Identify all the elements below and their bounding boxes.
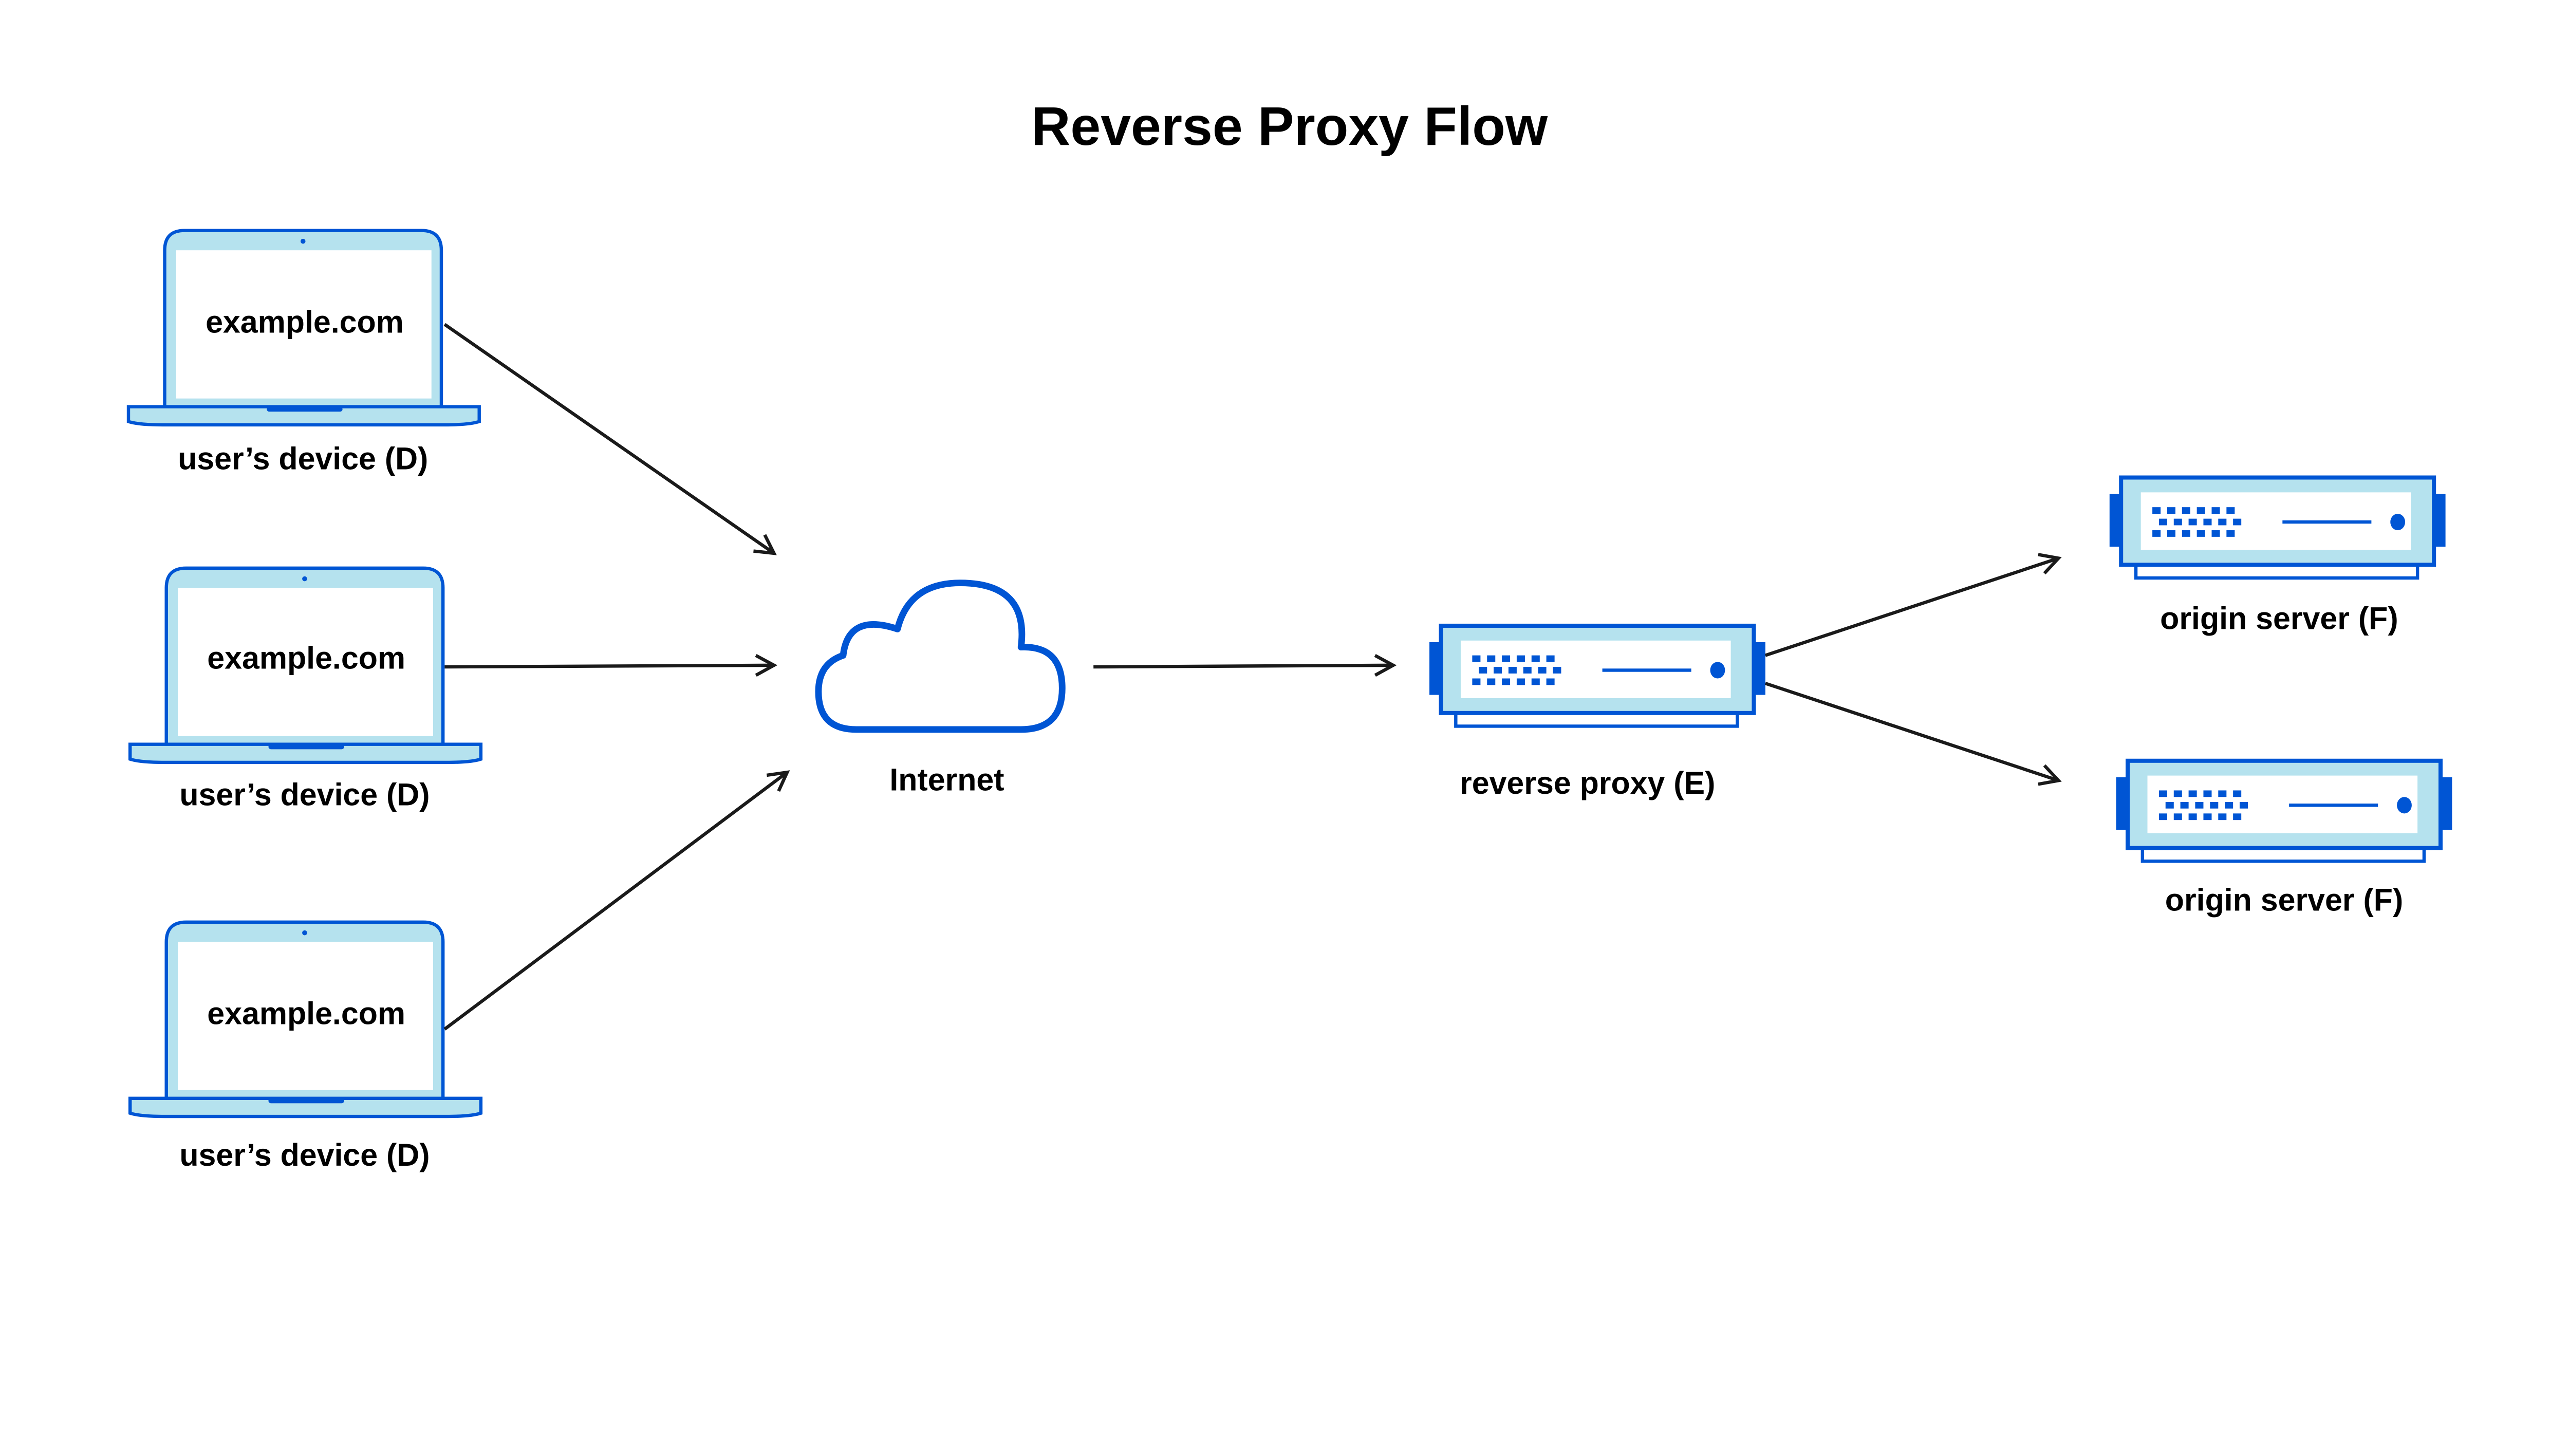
diagram-canvas: Reverse Proxy Flow example.com user’s de… — [0, 96, 2569, 1172]
server-icon — [2110, 477, 2446, 578]
origin-label: origin server (F) — [2160, 601, 2398, 636]
arrow-device2-to-internet — [444, 665, 774, 667]
user-device-1: example.com user’s device (D) — [128, 231, 479, 476]
device-label: user’s device (D) — [179, 777, 430, 812]
internet-node: Internet — [815, 580, 1066, 797]
origin-server-2: origin server (F) — [2116, 761, 2452, 917]
user-device-3: example.com user’s device (D) — [130, 922, 481, 1172]
screen-text: example.com — [207, 996, 405, 1031]
origin-label: origin server (F) — [2165, 882, 2403, 917]
user-device-2: example.com user’s device (D) — [130, 568, 481, 812]
screen-text: example.com — [206, 304, 404, 339]
page-title: Reverse Proxy Flow — [1031, 96, 1548, 157]
screen-text: example.com — [207, 640, 405, 675]
server-icon — [1429, 626, 1765, 726]
reverse-proxy-node: reverse proxy (E) — [1429, 626, 1765, 800]
device-label: user’s device (D) — [179, 1137, 430, 1172]
internet-label: Internet — [889, 762, 1004, 797]
origin-server-1: origin server (F) — [2110, 477, 2446, 636]
device-label: user’s device (D) — [178, 441, 428, 476]
cloud-icon — [815, 580, 1066, 733]
arrow-proxy-to-origin2 — [1764, 682, 2059, 780]
arrow-proxy-to-origin1 — [1764, 558, 2059, 657]
arrow-device3-to-internet — [443, 772, 787, 1031]
arrow-internet-to-proxy — [1093, 665, 1393, 667]
arrow-device1-to-internet — [443, 323, 774, 553]
server-icon — [2116, 761, 2452, 862]
proxy-label: reverse proxy (E) — [1460, 766, 1715, 800]
